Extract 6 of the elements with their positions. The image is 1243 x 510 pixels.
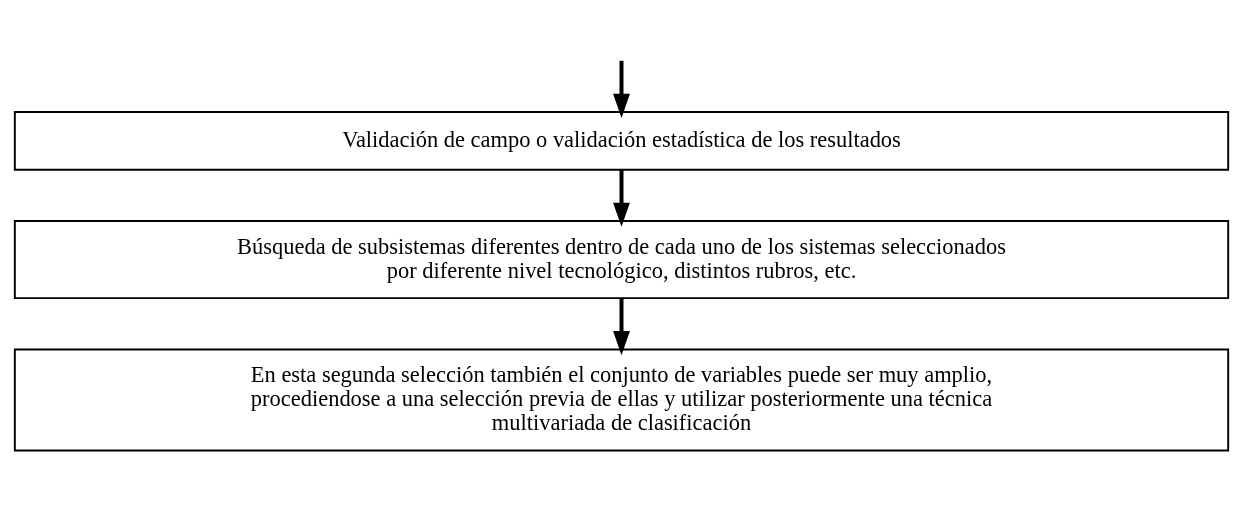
- node-box: En esta segunda selección también el conjunto de variables puede ser muy amplio, procediendose a una selección previa de ellas y utilizar posteriormente una técnica multivariada de clasificación: [13, 348, 1230, 452]
- arrow: [613, 169, 630, 227]
- arrow: [613, 298, 630, 356]
- node-box: Búsqueda de subsistemas diferentes dentro de cada uno de los sistemas seleccionados por diferente nivel tecnológico, distintos rubros, etc.: [13, 220, 1230, 300]
- arrow: [613, 60, 630, 118]
- node-box: Validación de campo o validación estadística de los resultados: [13, 110, 1230, 171]
